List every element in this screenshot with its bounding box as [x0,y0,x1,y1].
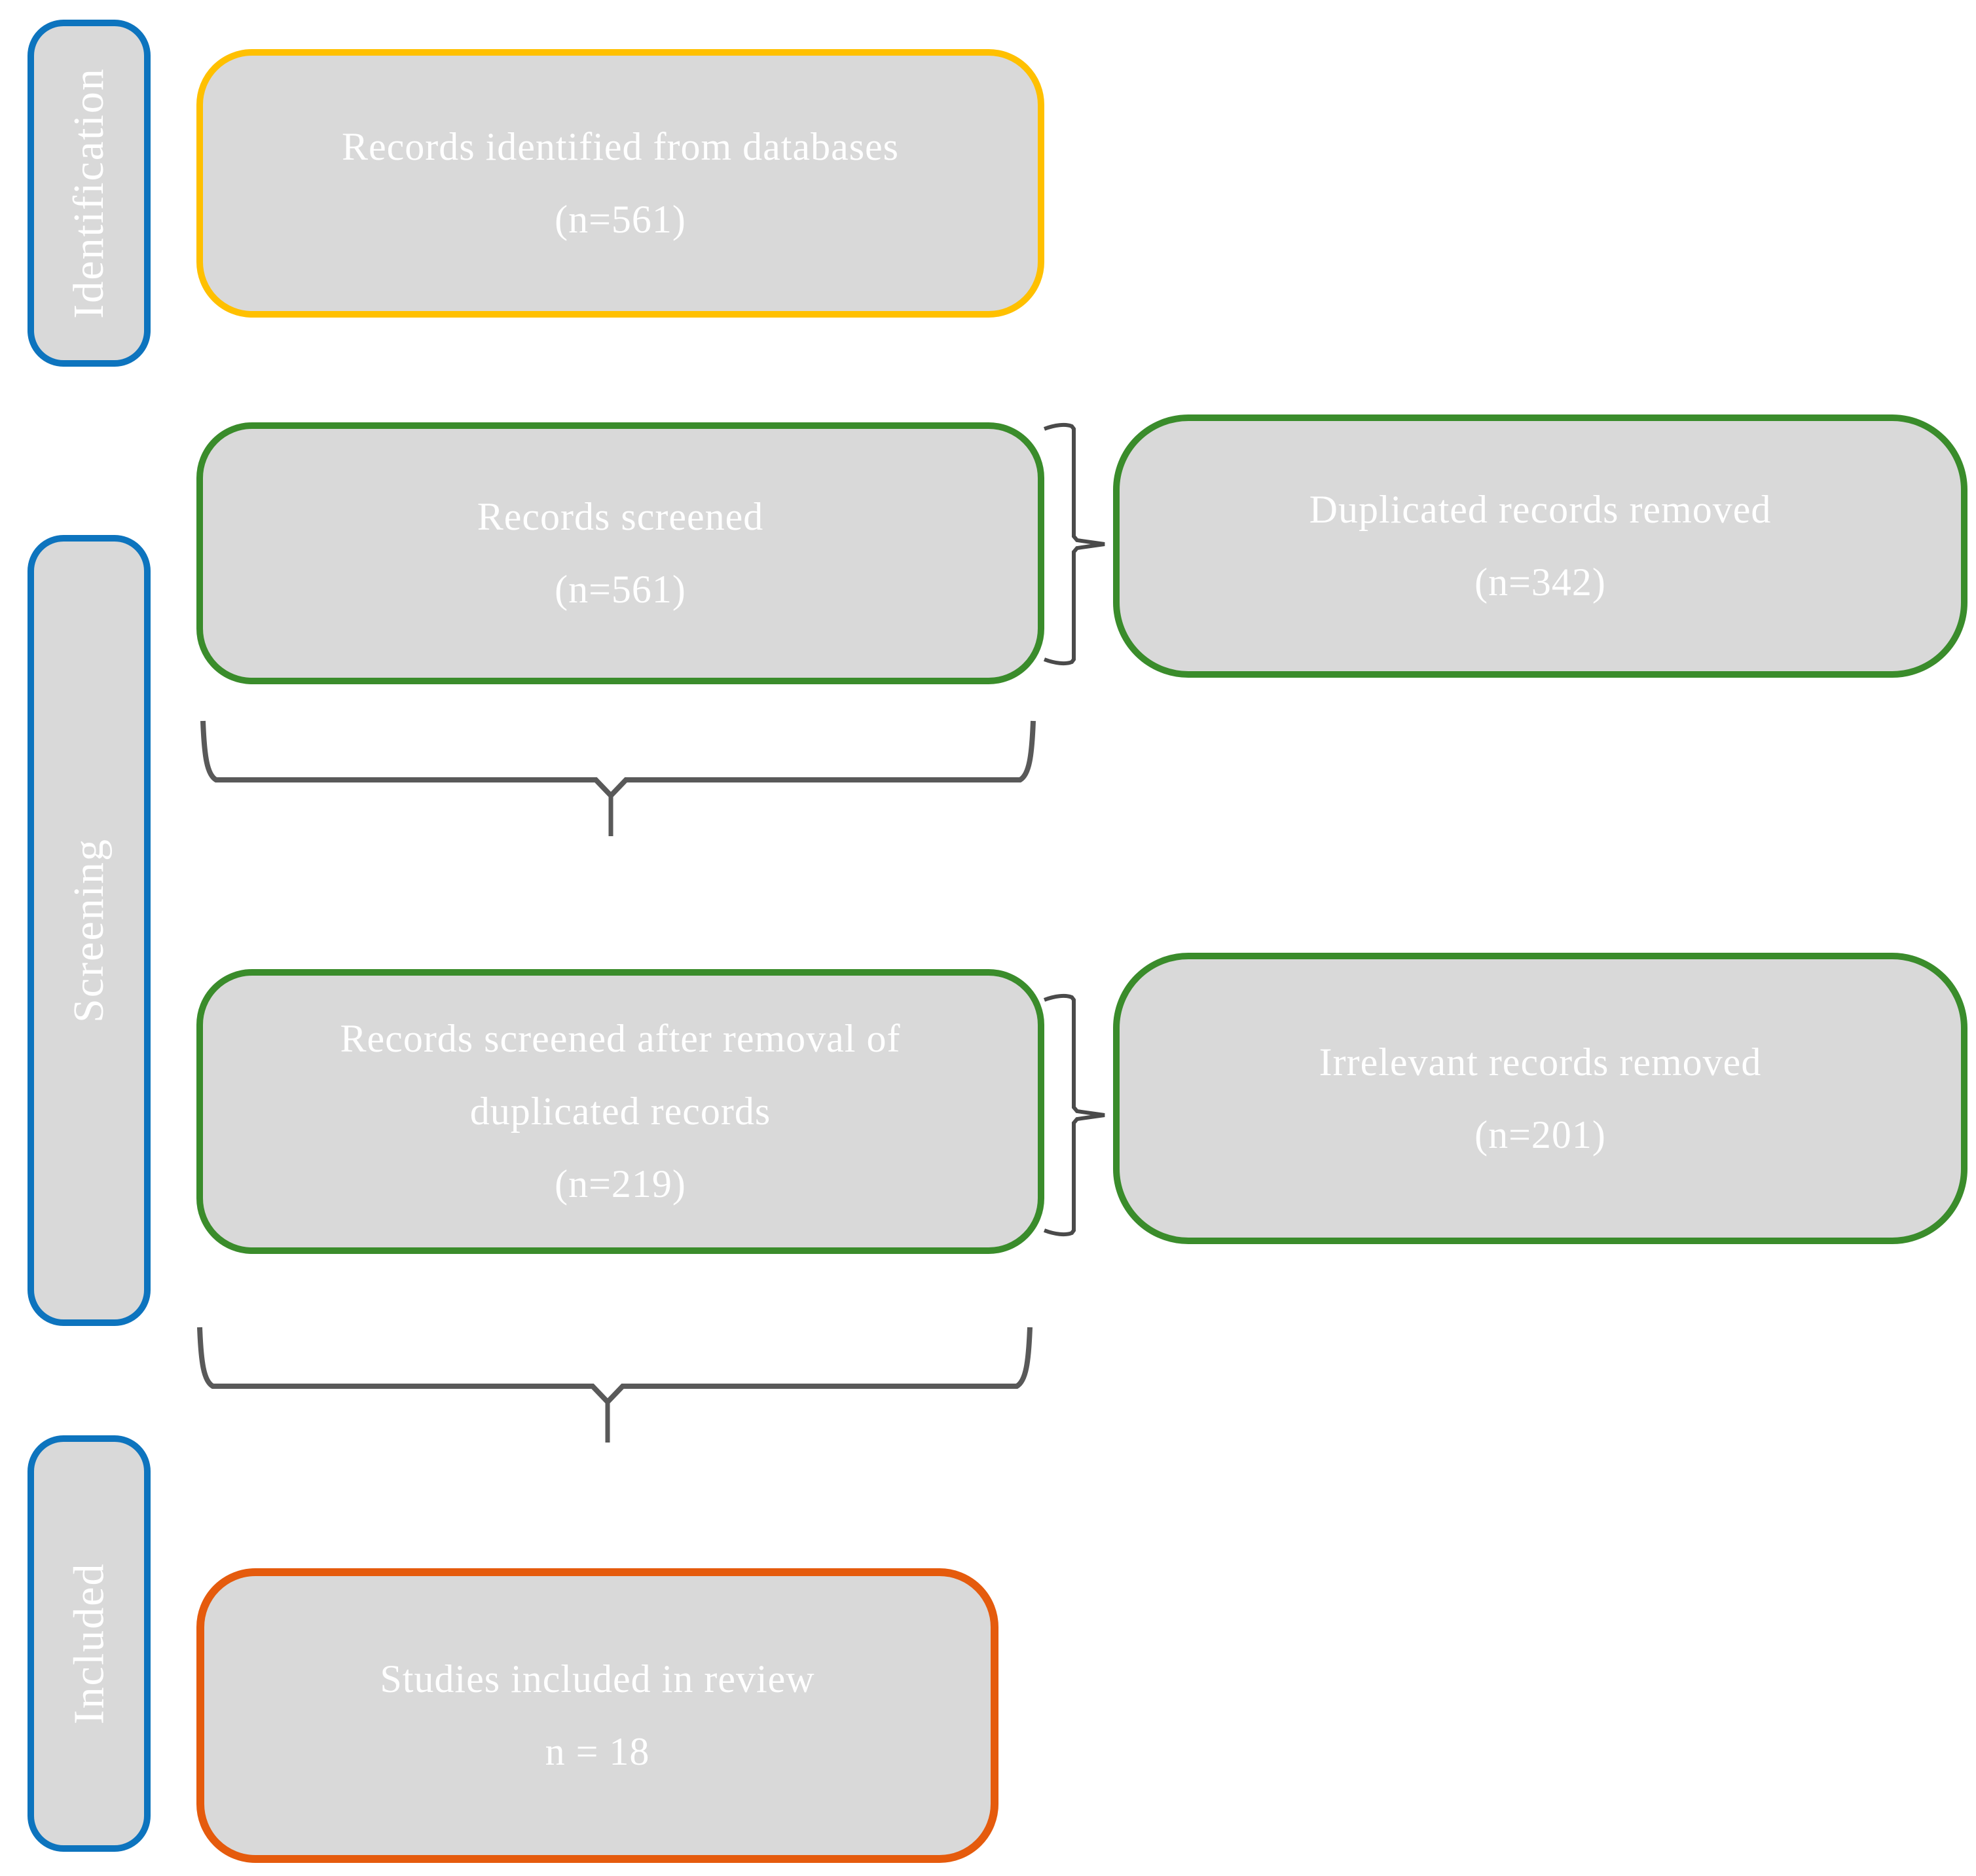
stage-screening-label: Screening [65,838,113,1023]
right-brace-icon [1043,422,1105,666]
studies-included-text: Studies included in review [380,1657,815,1701]
box-studies-included: Studies included in review n = 18 [196,1568,998,1863]
duplicated-removed-text: Duplicated records removed [1309,488,1772,531]
stage-included-label: Included [65,1562,113,1725]
box-records-identified: Records identified from databases (n=561… [196,49,1044,318]
stage-included: Included [27,1435,151,1852]
stage-identification-label: Identification [65,67,113,319]
right-brace-icon [1043,993,1105,1237]
screened-after-removal-text-2: duplicated records [469,1090,771,1133]
box-duplicated-removed: Duplicated records removed (n=342) [1113,414,1967,678]
records-screened-text: Records screened [477,495,764,538]
stage-identification: Identification [27,20,151,367]
stage-screening: Screening [27,535,151,1326]
records-screened-count: (n=561) [555,568,686,611]
box-records-screened: Records screened (n=561) [196,422,1044,684]
irrelevant-removed-count: (n=201) [1474,1113,1606,1156]
duplicated-removed-count: (n=342) [1474,561,1606,604]
down-brace-icon [200,720,1036,836]
screened-after-removal-text-1: Records screened after removal of [340,1017,901,1060]
studies-included-count: n = 18 [545,1730,650,1773]
irrelevant-removed-text: Irrelevant records removed [1319,1040,1762,1084]
box-irrelevant-removed: Irrelevant records removed (n=201) [1113,953,1967,1244]
box-screened-after-removal: Records screened after removal of duplic… [196,969,1044,1254]
screened-after-removal-count: (n=219) [555,1162,686,1205]
records-identified-text: Records identified from databases [341,125,900,168]
records-identified-count: (n=561) [555,198,686,241]
down-brace-icon [197,1327,1033,1443]
